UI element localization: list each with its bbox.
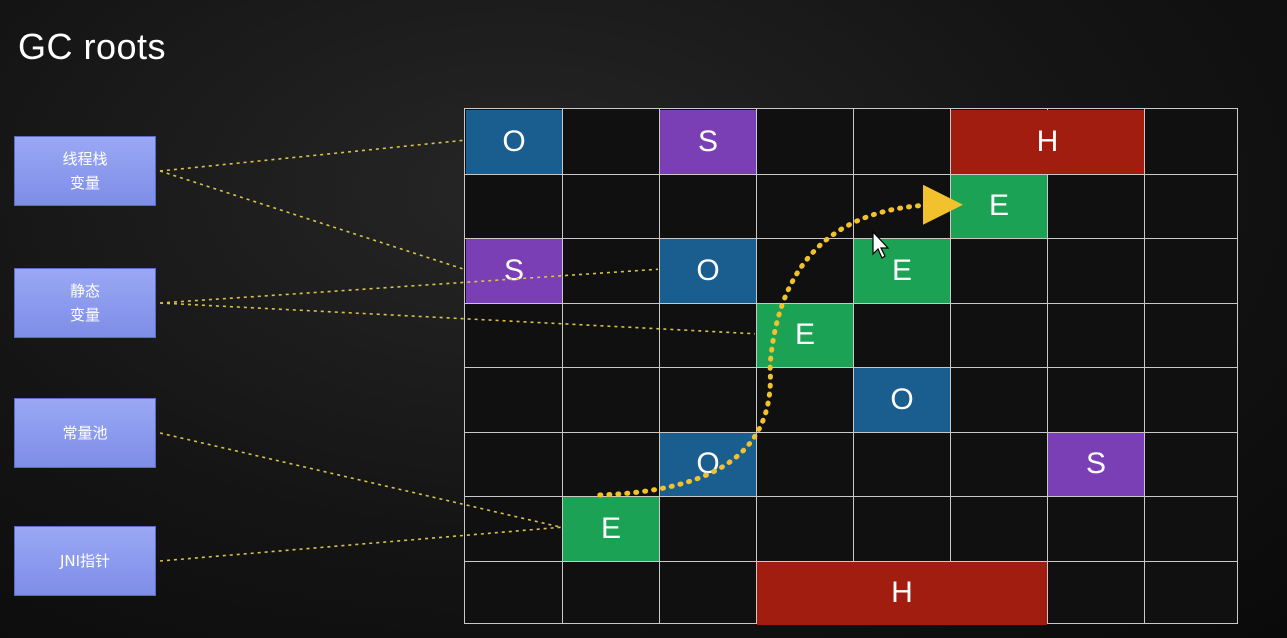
grid-line-vertical <box>659 109 660 623</box>
grid-line-vertical <box>950 109 951 623</box>
root-static-vars: 静态 变量 <box>14 268 156 338</box>
root-jni-pointer: JNI指针 <box>14 526 156 596</box>
root-constant-pool: 常量池 <box>14 398 156 468</box>
survivor-cell: S <box>1048 432 1144 496</box>
reference-link-line <box>159 302 756 335</box>
grid-line-vertical <box>756 109 757 623</box>
reachability-arrow <box>597 184 963 498</box>
survivor-cell: S <box>660 110 756 174</box>
grid-line-vertical <box>853 109 854 623</box>
object-cell: O <box>660 432 756 496</box>
grid-line-horizontal <box>465 367 1237 368</box>
eden-cell: E <box>757 303 853 367</box>
reference-link-line <box>159 526 562 562</box>
grid-line-horizontal <box>465 173 1237 175</box>
object-cell: O <box>660 239 756 303</box>
reference-link-line <box>159 139 465 172</box>
grid-line-vertical <box>1047 109 1048 623</box>
reference-link-line <box>159 432 562 529</box>
grid-line-horizontal <box>465 431 1237 433</box>
eden-cell: E <box>951 174 1047 238</box>
page-title: GC roots <box>18 26 167 67</box>
eden-cell: E <box>563 497 659 561</box>
reference-link-line <box>159 268 659 304</box>
mouse-pointer-icon <box>872 230 890 259</box>
grid-line-horizontal <box>465 238 1237 239</box>
object-cell: O <box>854 368 950 432</box>
humongous-cell: H <box>951 110 1144 174</box>
root-thread-stack-vars: 线程栈 变量 <box>14 136 156 206</box>
survivor-cell: S <box>466 239 562 303</box>
grid-line-vertical <box>562 109 563 623</box>
grid-line-horizontal <box>465 302 1237 304</box>
humongous-cell: H <box>757 561 1047 625</box>
grid-line-vertical <box>1144 109 1145 623</box>
reference-link-line <box>159 170 465 271</box>
grid-line-horizontal <box>465 560 1237 562</box>
eden-cell: E <box>854 239 950 303</box>
grid-line-horizontal <box>465 496 1237 497</box>
object-cell: O <box>466 110 562 174</box>
